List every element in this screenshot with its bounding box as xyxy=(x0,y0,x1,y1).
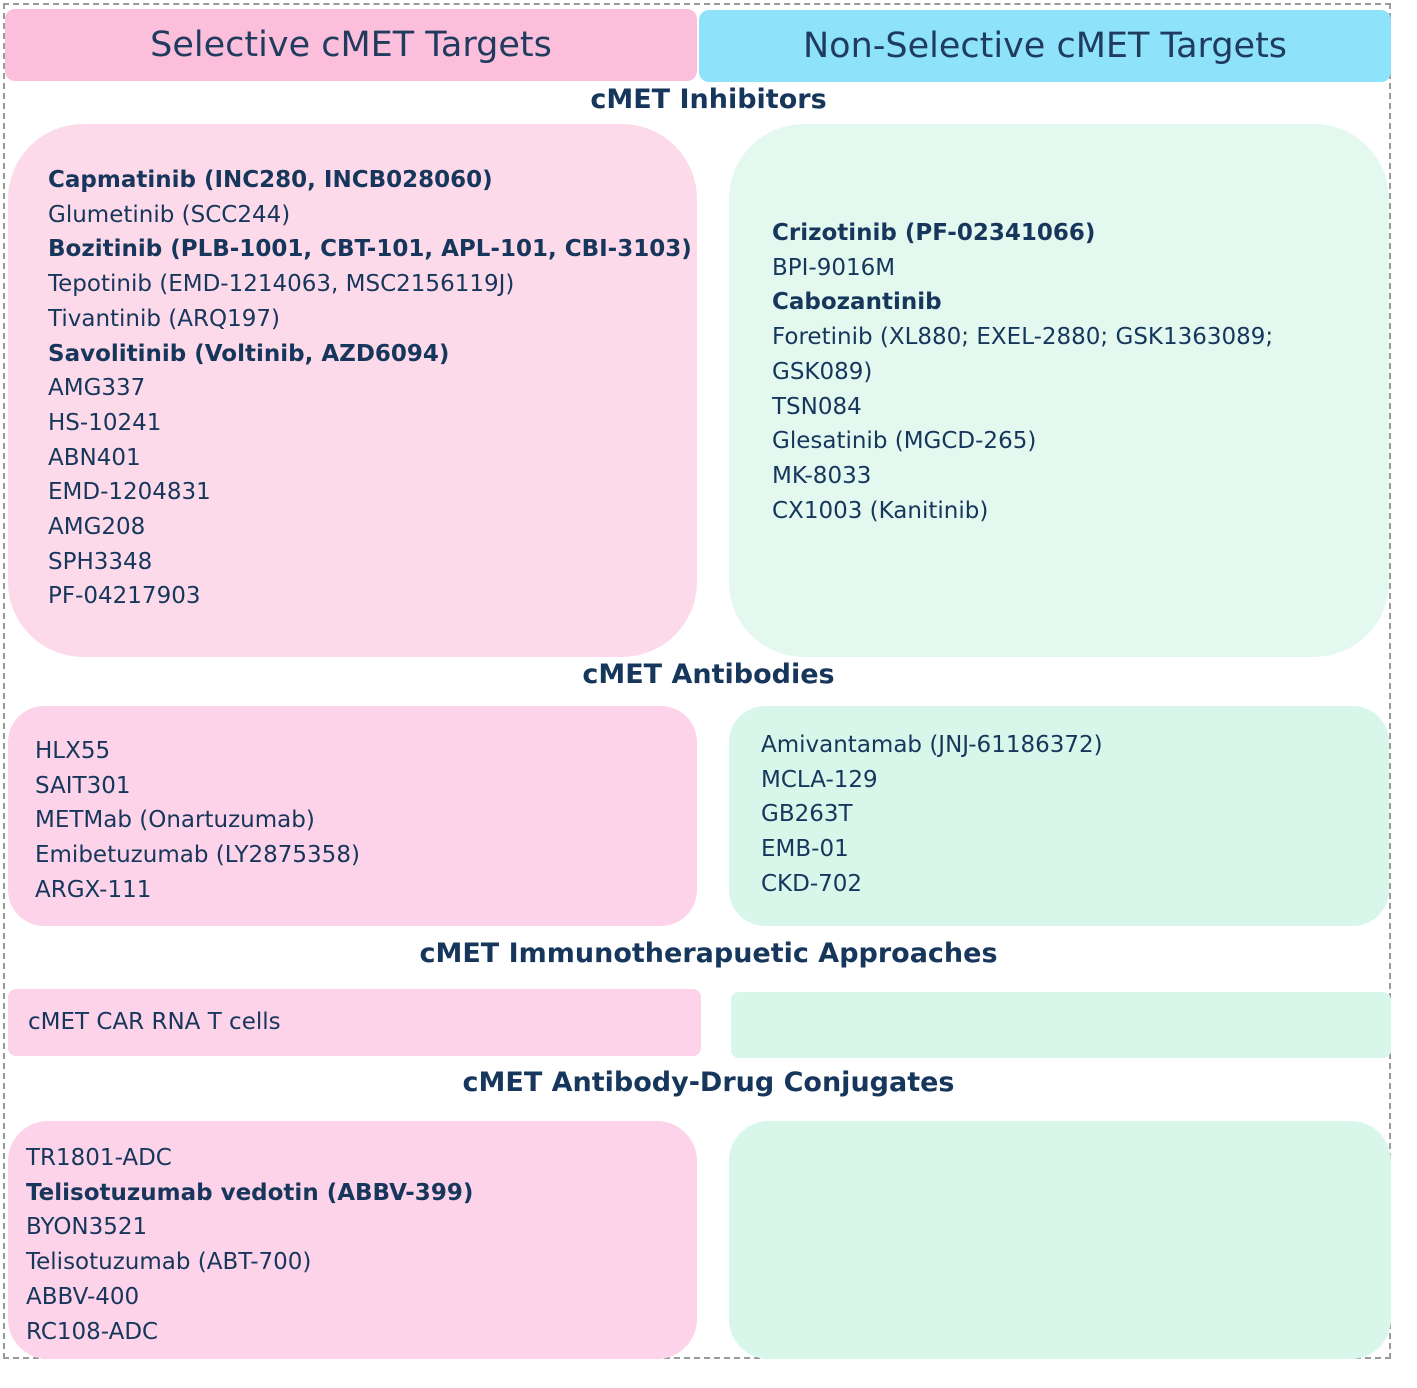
selective-immunotherapeutic-list: cMET CAR RNA T cells xyxy=(28,1005,701,1040)
drug-item: MCLA-129 xyxy=(761,766,878,793)
non-selective-inhibitors-list: Crizotinib (PF-02341066) BPI-9016M Cabozan… xyxy=(772,216,1389,528)
drug-item: GSK089) xyxy=(772,358,873,385)
drug-item: ARGX-111 xyxy=(35,876,152,903)
non-selective-header: Non-Selective cMET Targets xyxy=(699,10,1391,82)
non-selective-header-label: Non-Selective cMET Targets xyxy=(802,26,1288,66)
drug-item: Emibetuzumab (LY2875358) xyxy=(35,842,360,869)
drug-item: GB263T xyxy=(761,801,853,828)
non-selective-inhibitors-box: Crizotinib (PF-02341066) BPI-9016M Cabozan… xyxy=(729,124,1389,657)
drug-item: PF-04217903 xyxy=(48,583,201,610)
drug-item: SPH3348 xyxy=(48,548,153,575)
drug-item: Foretinib (XL880; EXEL-2880; GSK1363089; xyxy=(772,324,1274,351)
drug-item: EMB-01 xyxy=(761,836,849,863)
selective-header: Selective cMET Targets xyxy=(5,9,697,81)
drug-item: Glesatinib (MGCD-265) xyxy=(772,428,1037,455)
drug-item: Tivantinib (ARQ197) xyxy=(48,305,280,332)
drug-item: AMG337 xyxy=(48,375,146,402)
drug-item: Telisotuzumab vedotin (ABBV-399) xyxy=(26,1179,474,1206)
drug-item: RC108-ADC xyxy=(26,1318,159,1345)
drug-item: HS-10241 xyxy=(48,409,162,436)
drug-item: CKD-702 xyxy=(761,870,863,897)
antibodies-title: cMET Antibodies xyxy=(582,659,835,690)
drug-item: Tepotinib (EMD-1214063, MSC2156119J) xyxy=(48,271,515,298)
drug-item: METMab (Onartuzumab) xyxy=(35,807,315,834)
drug-item: BPI-9016M xyxy=(772,254,896,281)
drug-item: CX1003 (Kanitinib) xyxy=(772,497,989,524)
drug-item: Cabozantinib xyxy=(772,289,942,316)
non-selective-immunotherapeutic-box xyxy=(731,992,1391,1058)
inhibitors-title: cMET Inhibitors xyxy=(590,84,827,115)
drug-item: Telisotuzumab (ABT-700) xyxy=(26,1249,312,1276)
drug-item: Crizotinib (PF-02341066) xyxy=(772,220,1096,246)
drug-item: BYON3521 xyxy=(26,1214,148,1241)
drug-item: TR1801-ADC xyxy=(26,1145,172,1171)
drug-item: EMD-1204831 xyxy=(48,479,211,506)
drug-item: HLX55 xyxy=(35,738,111,764)
drug-item: cMET CAR RNA T cells xyxy=(28,1009,281,1035)
drug-item: Bozitinib (PLB-1001, CBT-101, APL-101, C… xyxy=(48,236,692,263)
drug-item: Amivantamab (JNJ-61186372) xyxy=(761,732,1103,758)
adc-title: cMET Antibody-Drug Conjugates xyxy=(462,1067,955,1098)
non-selective-adc-box xyxy=(729,1121,1391,1359)
drug-item: Capmatinib (INC280, INCB028060) xyxy=(48,167,493,193)
selective-adc-box: TR1801-ADC Telisotuzumab vedotin (ABBV-39… xyxy=(8,1121,697,1359)
drug-item: ABN401 xyxy=(48,444,141,471)
drug-item: MK-8033 xyxy=(772,462,872,489)
drug-item: Glumetinib (SCC244) xyxy=(48,201,291,228)
selective-header-label: Selective cMET Targets xyxy=(150,25,552,65)
immunotherapeutic-title: cMET Immunotherapuetic Approaches xyxy=(419,938,998,969)
drug-item: AMG208 xyxy=(48,514,146,541)
diagram-frame xyxy=(3,3,1391,1359)
selective-inhibitors-list: Capmatinib (INC280, INCB028060) Glumetini… xyxy=(48,163,697,614)
drug-item: Savolitinib (Voltinib, AZD6094) xyxy=(48,340,450,367)
selective-inhibitors-box: Capmatinib (INC280, INCB028060) Glumetini… xyxy=(8,124,697,657)
selective-immunotherapeutic-box: cMET CAR RNA T cells xyxy=(8,989,701,1056)
drug-item: TSN084 xyxy=(772,393,862,420)
drug-item: SAIT301 xyxy=(35,772,131,799)
selective-adc-list: TR1801-ADC Telisotuzumab vedotin (ABBV-39… xyxy=(26,1141,697,1349)
drug-item: ABBV-400 xyxy=(26,1283,140,1310)
